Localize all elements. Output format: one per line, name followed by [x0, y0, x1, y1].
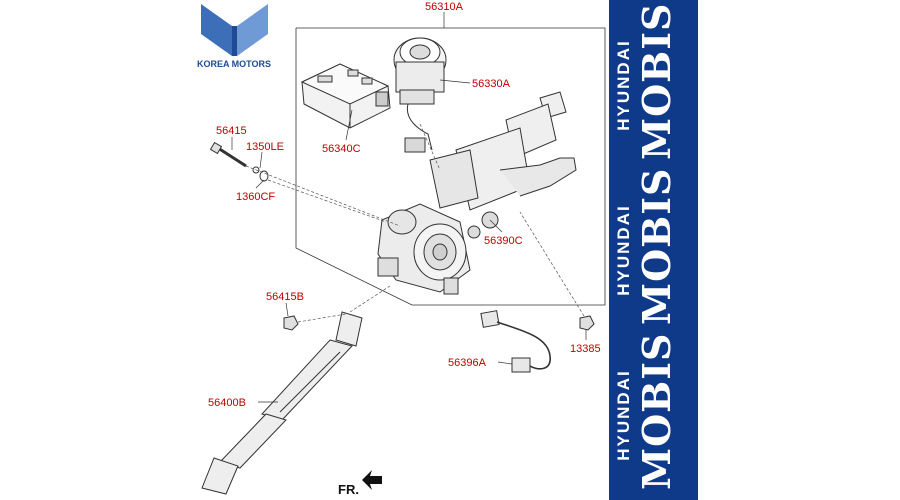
watermark-block: HYUNDAI MOBIS: [609, 167, 698, 325]
watermark-line1: HYUNDAI: [614, 39, 633, 131]
ecu-module: [300, 63, 391, 129]
motor-assembly: [377, 203, 471, 295]
steering-column-body: [429, 91, 577, 239]
assembly-lines: [245, 123, 585, 323]
callout-56400B: 56400B: [208, 397, 246, 409]
logo-text: KOREA MOTORS: [197, 59, 271, 69]
callout-56330A: 56330A: [472, 78, 511, 90]
watermark-line2: MOBIS: [634, 167, 679, 325]
intermediate-shaft: [201, 311, 363, 495]
callout-56340C: 56340C: [322, 143, 361, 155]
assembly-outline: [295, 27, 606, 306]
watermark-line2: MOBIS: [634, 2, 679, 160]
callout-56415B: 56415B: [266, 291, 304, 303]
watermark-block: HYUNDAI MOBIS: [609, 2, 698, 160]
wiring-harness: [480, 310, 551, 373]
watermark-line2: MOBIS: [634, 332, 679, 490]
leader-lines: [231, 12, 587, 403]
logo-center: [232, 26, 237, 56]
callout-56310A: 56310A: [425, 1, 464, 13]
front-direction-indicator: FR.: [338, 470, 382, 497]
logo-right-wing: [237, 4, 268, 56]
watermark-line1: HYUNDAI: [614, 204, 633, 296]
callout-56396A: 56396A: [448, 357, 487, 369]
callout-56415: 56415: [216, 125, 247, 137]
callout-56390C: 56390C: [484, 235, 523, 247]
multifunction-switch-unit: [393, 37, 447, 153]
callout-13385: 13385: [570, 343, 601, 355]
hyundai-mobis-watermark: HYUNDAI MOBIS HYUNDAI MOBIS HYUNDAI MOBI…: [609, 0, 698, 500]
callout-1360CF: 1360CF: [236, 191, 275, 203]
watermark-block: HYUNDAI MOBIS: [609, 332, 698, 490]
logo-left-wing: [201, 4, 232, 56]
part-callouts: 56310A 56330A 56340C 56415 1350LE 1360CF…: [208, 1, 601, 409]
direction-label: FR.: [338, 482, 359, 497]
direction-arrow-icon: [362, 470, 382, 490]
korea-motors-logo: KOREA MOTORS: [197, 4, 271, 69]
callout-1350LE: 1350LE: [246, 141, 284, 153]
watermark-line1: HYUNDAI: [614, 369, 633, 461]
